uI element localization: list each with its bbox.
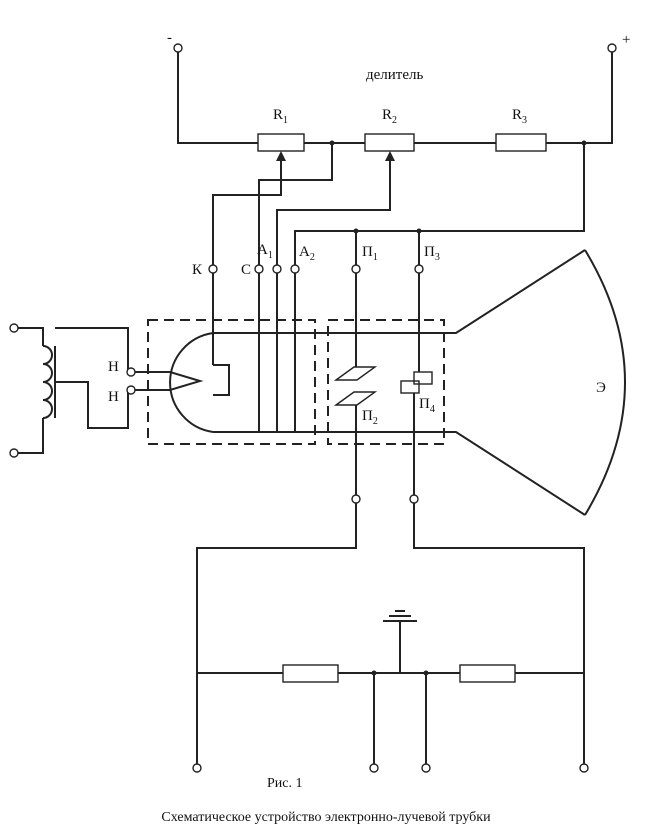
- terminal-p4[interactable]: [409, 494, 419, 504]
- ground-icon: [383, 610, 417, 622]
- label-r2: R2: [382, 107, 397, 126]
- plates-p1-p2: [333, 366, 378, 406]
- wiper-arrow-icon: [276, 151, 286, 161]
- label-a1: А1: [257, 242, 273, 261]
- terminal-a2[interactable]: [290, 264, 300, 274]
- label-p3: П3: [424, 244, 440, 263]
- wire-c: [258, 143, 333, 265]
- junction-dot: [353, 228, 359, 234]
- heater-transformer: [9, 323, 136, 458]
- gun-enclosure: [147, 319, 316, 445]
- labels: - + делитель R1 R2 R3 К С А1 А2 П1 П3 П2…: [108, 30, 630, 825]
- label-p4: П4: [419, 396, 435, 415]
- bottom-circuit: [192, 494, 589, 773]
- terminal-c[interactable]: [254, 264, 264, 274]
- junction-dot: [371, 670, 377, 676]
- deflection-enclosure: [327, 319, 445, 445]
- junction-dot: [423, 670, 429, 676]
- figure-caption: Схематическое устройство электронно-луче…: [161, 810, 491, 825]
- terminal-row-top: [173, 43, 617, 274]
- label-p2: П2: [362, 408, 378, 427]
- label-minus: -: [167, 30, 172, 46]
- label-h-bottom: Н: [108, 389, 119, 405]
- terminal-h-bottom[interactable]: [126, 385, 136, 395]
- wire-p1-bus: [355, 143, 585, 265]
- screen: [584, 249, 626, 516]
- terminal-bottom-3[interactable]: [421, 763, 431, 773]
- terminal-bottom-1[interactable]: [192, 763, 202, 773]
- wire-a2: [294, 230, 356, 265]
- cathode: [130, 364, 230, 396]
- terminal-transformer-bottom[interactable]: [9, 448, 19, 458]
- terminal-transformer-top[interactable]: [9, 323, 19, 333]
- plates-p3-p4: [400, 371, 433, 394]
- junction-dot: [416, 228, 422, 234]
- wiper-r2: [276, 151, 395, 265]
- label-c: С: [241, 262, 251, 278]
- terminal-bottom-4[interactable]: [579, 763, 589, 773]
- label-plus: +: [622, 32, 630, 48]
- label-divider: делитель: [366, 67, 424, 83]
- terminal-bottom-2[interactable]: [369, 763, 379, 773]
- resistor-r2: [364, 133, 415, 152]
- terminal-p2[interactable]: [351, 494, 361, 504]
- figure-number: Рис. 1: [267, 776, 303, 791]
- resistor-bottom-right: [459, 664, 516, 683]
- wiper-r1: [212, 151, 286, 265]
- resistor-r3: [495, 133, 547, 152]
- terminal-h-top[interactable]: [126, 367, 136, 377]
- terminal-k[interactable]: [208, 264, 218, 274]
- terminal-a1[interactable]: [272, 264, 282, 274]
- label-p1: П1: [362, 244, 378, 263]
- terminal-plus[interactable]: [607, 43, 617, 53]
- resistor-bottom-left: [282, 664, 339, 683]
- label-k: К: [192, 262, 203, 278]
- label-screen: Э: [596, 380, 606, 396]
- label-r1: R1: [273, 107, 288, 126]
- heater-filament: [130, 371, 204, 391]
- resistor-r1: [257, 133, 305, 152]
- label-h-top: Н: [108, 359, 119, 375]
- terminal-p3[interactable]: [414, 264, 424, 274]
- wiper-arrow-icon: [385, 151, 395, 161]
- label-a2: А2: [299, 244, 315, 263]
- terminal-minus[interactable]: [173, 43, 183, 53]
- terminal-p1[interactable]: [351, 264, 361, 274]
- crt-tube: [147, 249, 626, 516]
- label-r3: R3: [512, 107, 527, 126]
